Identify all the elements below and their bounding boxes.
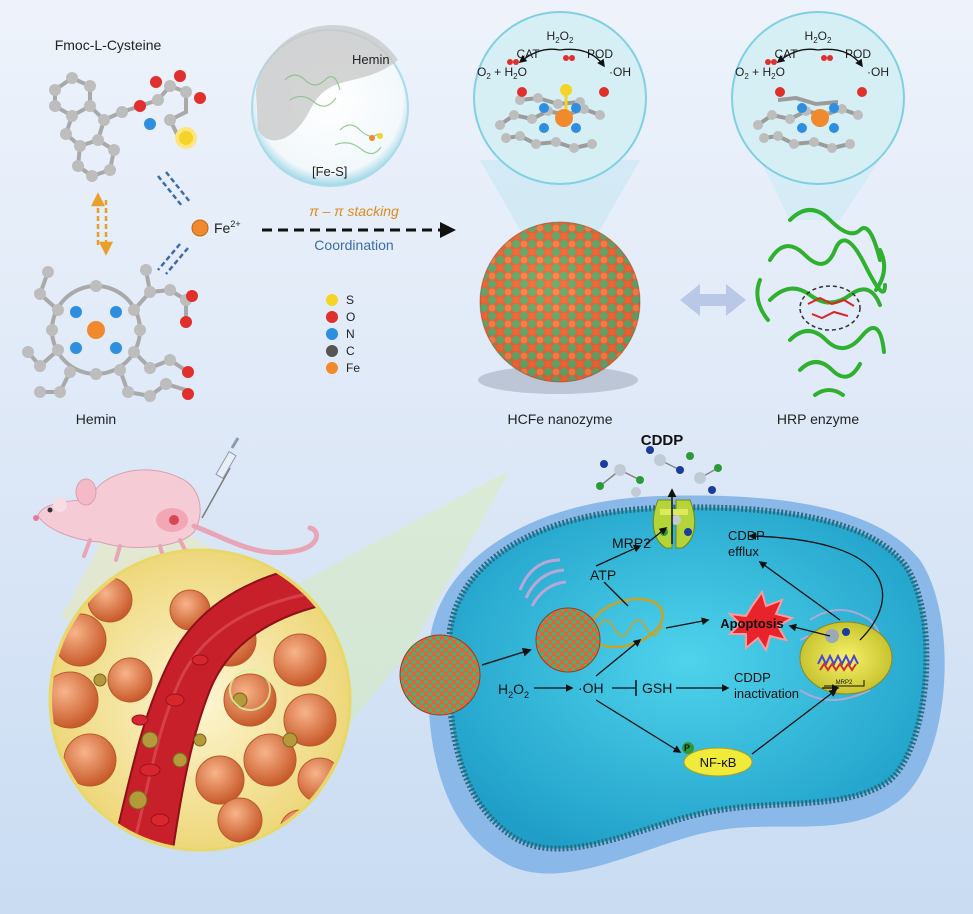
tumor-cell-icon bbox=[52, 577, 343, 848]
legend-swatch-c bbox=[326, 345, 338, 357]
hrp-h2o2: H2O2 bbox=[805, 29, 832, 45]
mrp2-to-transporter-arrow bbox=[645, 527, 668, 545]
nucleus-to-apoptosis-arrow bbox=[788, 623, 831, 637]
hrp-o2-water: O2 + H2O bbox=[735, 65, 785, 81]
nfkb-to-nucleus-arrow bbox=[751, 689, 838, 755]
legend-label-fe: Fe bbox=[346, 361, 360, 375]
hcfe-o2-water: O2 + H2O bbox=[477, 65, 527, 81]
equivalence-arrow-icon bbox=[680, 284, 746, 316]
enzyme-label: HRP enzyme bbox=[777, 411, 859, 427]
nanozyme-label: HCFe nanozyme bbox=[507, 411, 612, 427]
legend-label-s: S bbox=[346, 293, 354, 307]
hcfe-pod: POD bbox=[587, 47, 613, 61]
nucleus-to-efflux-arrow bbox=[748, 532, 884, 641]
heme-highlight bbox=[799, 285, 861, 331]
p-label: P bbox=[684, 743, 690, 753]
mrp2-small-label: MRP2 bbox=[836, 680, 853, 686]
hcfe-oh: ·OH bbox=[609, 65, 631, 79]
inset-hemin-label: Hemin bbox=[352, 52, 390, 67]
cancer-cell-icon bbox=[428, 495, 945, 874]
uptake-arrow bbox=[481, 647, 532, 666]
inset-fes-label: [Fe-S] bbox=[312, 164, 347, 179]
mrp2-label: MRP2 bbox=[612, 535, 651, 551]
hemin-molecule-icon bbox=[22, 264, 198, 402]
fmoc-label: Fmoc-L-Cysteine bbox=[55, 37, 162, 53]
legend-swatch-fe bbox=[326, 362, 338, 374]
legend-swatch-o bbox=[326, 311, 338, 323]
apoptosis-label: Apoptosis bbox=[720, 616, 784, 631]
fe-ion-icon bbox=[191, 219, 209, 237]
oh-to-mito-arrow bbox=[595, 639, 642, 677]
cddp-inact-1: CDDP bbox=[734, 670, 771, 685]
cddp-top-label: CDDP bbox=[641, 432, 684, 449]
syringe-icon bbox=[201, 437, 240, 519]
mito-to-apoptosis-arrow bbox=[665, 617, 710, 629]
internal-nanoparticle-icon bbox=[535, 607, 601, 673]
cddp-inact-2: inactivation bbox=[734, 686, 799, 701]
cddp-efflux-2: efflux bbox=[728, 544, 759, 559]
red-blood-cell-icon bbox=[131, 654, 209, 827]
external-nanoparticle-icon bbox=[399, 634, 481, 716]
mouse-icon bbox=[33, 469, 319, 562]
fmoc-atoms bbox=[49, 70, 206, 182]
hrp-zoom-bubble: H2O2 CAT POD O2 + H2O ·OH bbox=[731, 11, 905, 220]
hemin-label: Hemin bbox=[76, 411, 116, 427]
nucleus-to-efflux-arrow-2 bbox=[758, 561, 841, 621]
coordination-label: Coordination bbox=[314, 237, 393, 253]
nfkb-protein-icon bbox=[683, 747, 753, 777]
explosion-icon bbox=[727, 589, 795, 653]
atp-to-mrp2-arrow bbox=[595, 545, 642, 567]
fe-ion-label: Fe2+ bbox=[214, 219, 241, 236]
orange-double-arrow-icon bbox=[90, 192, 114, 256]
legend-swatch-n bbox=[326, 328, 338, 340]
atp-to-mito-line bbox=[603, 581, 629, 607]
hcfe-nanozyme-icon bbox=[478, 221, 641, 394]
hemin-fes-inset: Hemin [Fe-S] bbox=[251, 24, 409, 187]
oh-to-nfkb-arrow bbox=[595, 699, 682, 753]
stacking-label: π – π stacking bbox=[309, 203, 399, 219]
synthesis-arrowhead bbox=[440, 222, 456, 238]
hcfe-cat: CAT bbox=[516, 47, 540, 61]
hrp-heme-icon bbox=[807, 296, 855, 320]
cddp-efflux-1: CDDP bbox=[728, 528, 765, 543]
hrp-pod: POD bbox=[845, 47, 871, 61]
hcfe-h2o2: H2O2 bbox=[547, 29, 574, 45]
legend-label-o: O bbox=[346, 310, 355, 324]
mrp2-transporter-icon bbox=[652, 499, 696, 549]
oh-label: ·OH bbox=[578, 680, 604, 696]
h2o2-label: H2O2 bbox=[498, 681, 529, 700]
hrp-cat: CAT bbox=[774, 47, 798, 61]
legend-swatch-s bbox=[326, 294, 338, 306]
phospho-icon bbox=[682, 742, 694, 754]
atp-label: ATP bbox=[590, 567, 616, 583]
nucleus-icon: MRP2 bbox=[799, 621, 893, 695]
legend-label-n: N bbox=[346, 327, 355, 341]
hcfe-zoom-bubble: H2O2 CAT POD O2 + H2O ·OH bbox=[473, 11, 647, 230]
nfkb-label: NF-κB bbox=[700, 755, 737, 770]
legend-label-c: C bbox=[346, 344, 355, 358]
tumor-vessel-zoom bbox=[48, 548, 352, 852]
cddp-molecule-icon bbox=[596, 446, 722, 536]
golgi-icon bbox=[518, 558, 567, 607]
gsh-label: GSH bbox=[642, 680, 672, 696]
hrp-oh: ·OH bbox=[867, 65, 889, 79]
blue-double-arrow-icon bbox=[157, 171, 191, 275]
